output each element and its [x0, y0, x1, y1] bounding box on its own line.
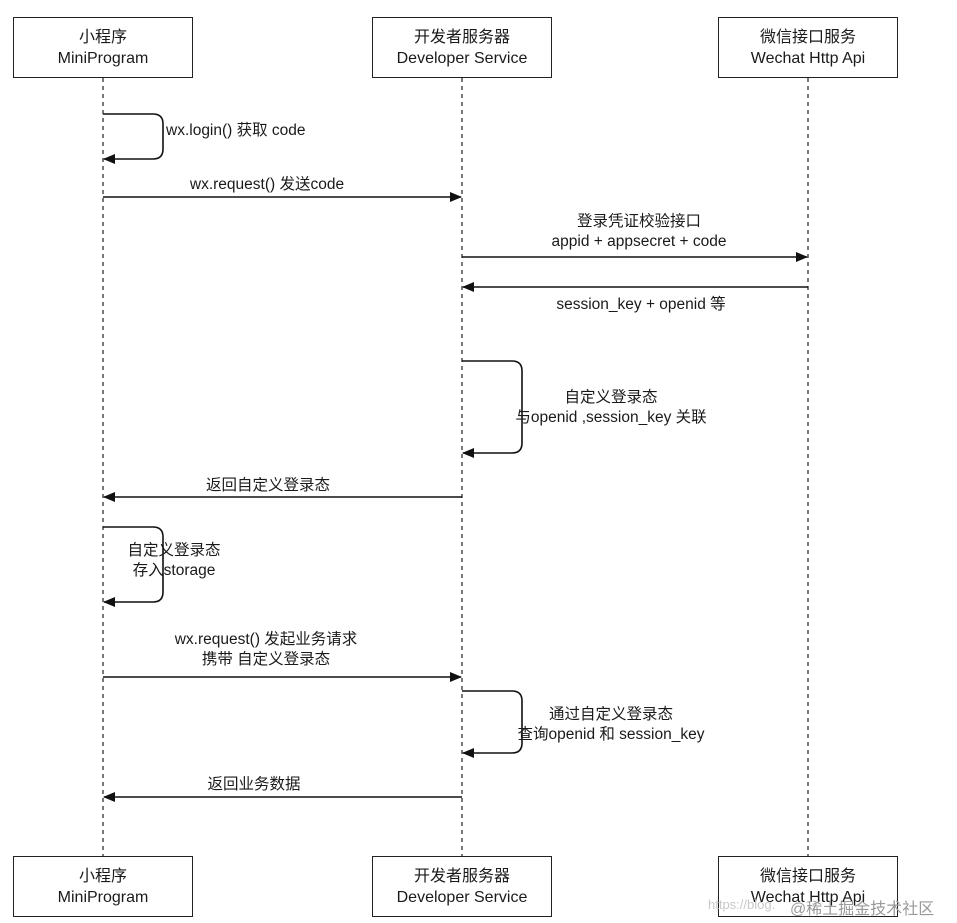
- participant-box-developer-top: 开发者服务器 Developer Service: [372, 17, 552, 78]
- participant-box-miniprogram-bottom: 小程序 MiniProgram: [13, 856, 193, 917]
- message-label-business-request: wx.request() 发起业务请求 携带 自定义登录态: [174, 631, 358, 668]
- message-label-query-openid: 通过自定义登录态 查询openid 和 session_key: [517, 706, 705, 743]
- participant-name-en: MiniProgram: [57, 888, 149, 906]
- self-arrow-query-openid: [462, 690, 523, 758]
- participant-box-wechat-bottom: 微信接口服务 Wechat Http Api: [718, 856, 898, 917]
- participant-name-cn: 微信接口服务: [759, 28, 856, 46]
- participant-name-cn: 小程序: [78, 28, 127, 46]
- watermark-credit: @稀土掘金技术社区: [790, 901, 935, 918]
- message-label-send-code: wx.request() 发送code: [189, 176, 345, 193]
- participant-box-developer-bottom: 开发者服务器 Developer Service: [372, 856, 552, 917]
- message-label-code2session: 登录凭证校验接口 appid + appsecret + code: [551, 213, 727, 250]
- message-label-custom-session: 自定义登录态 与openid ,session_key 关联: [515, 389, 707, 426]
- participant-name-en: Wechat Http Api: [750, 888, 866, 906]
- participant-name-en: MiniProgram: [57, 49, 149, 67]
- participant-box-wechat-top: 微信接口服务 Wechat Http Api: [718, 17, 898, 78]
- message-label-store-storage: 自定义登录态 存入storage: [127, 542, 221, 579]
- participant-name-cn: 开发者服务器: [413, 867, 510, 885]
- message-label-session-key: session_key + openid 等: [556, 296, 726, 313]
- message-label-return-session: 返回自定义登录态: [205, 477, 331, 494]
- message-label-return-business: 返回业务数据: [207, 776, 301, 793]
- participant-name-cn: 小程序: [78, 867, 127, 885]
- self-arrow-custom-session: [462, 360, 523, 458]
- participant-name-cn: 开发者服务器: [413, 28, 510, 46]
- participant-box-miniprogram-top: 小程序 MiniProgram: [13, 17, 193, 78]
- participant-name-en: Wechat Http Api: [750, 49, 866, 67]
- message-label-wx-login: wx.login() 获取 code: [166, 122, 306, 139]
- self-arrow-wx-login: [103, 113, 164, 164]
- self-arrow-store-storage: [103, 526, 164, 607]
- participant-name-en: Developer Service: [396, 888, 528, 906]
- watermark-url: https://blog.: [708, 897, 776, 912]
- participant-name-en: Developer Service: [396, 49, 528, 67]
- participant-name-cn: 微信接口服务: [759, 867, 856, 885]
